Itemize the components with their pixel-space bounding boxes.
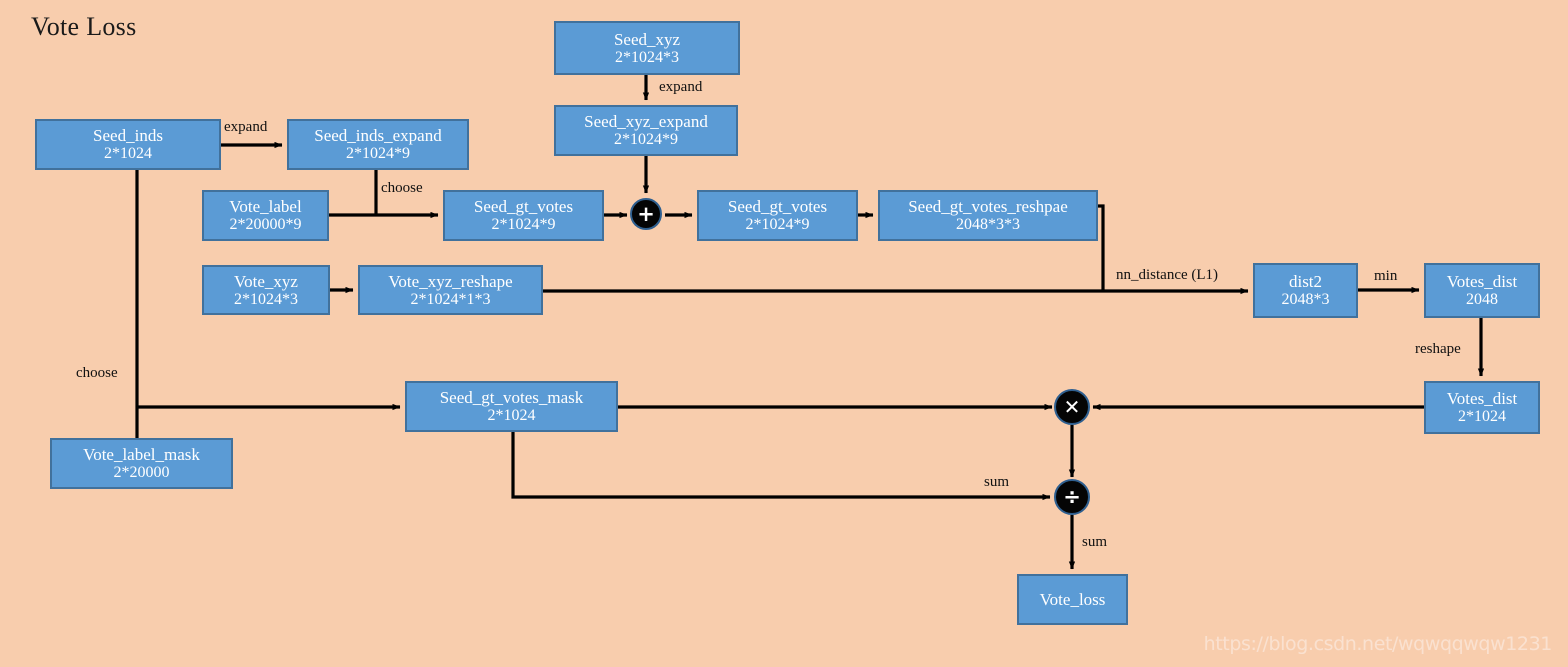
add-operator[interactable]: + <box>630 198 662 230</box>
node-vote-xyz-reshape[interactable]: Vote_xyz_reshape 2*1024*1*3 <box>358 265 543 315</box>
node-seed-gt-votes-2[interactable]: Seed_gt_votes 2*1024*9 <box>697 190 858 241</box>
node-title: Seed_gt_votes <box>727 197 828 217</box>
node-seed-inds-expand[interactable]: Seed_inds_expand 2*1024*9 <box>287 119 469 170</box>
node-shape: 2*20000*9 <box>229 216 302 234</box>
divide-icon: ÷ <box>1063 485 1081 509</box>
node-title: Vote_xyz_reshape <box>388 271 513 291</box>
edge-reshpae-down-to-nndistance <box>1098 204 1105 291</box>
node-title: Seed_xyz_expand <box>584 112 708 132</box>
node-title: Seed_gt_votes_mask <box>439 388 584 408</box>
plus-icon: + <box>637 202 655 226</box>
node-title: Seed_inds_expand <box>314 126 442 146</box>
node-seed-gt-votes-mask[interactable]: Seed_gt_votes_mask 2*1024 <box>405 381 618 432</box>
edge-label-choose-seed-inds-expand: choose <box>381 180 423 196</box>
node-title: Seed_inds <box>93 126 163 146</box>
node-title: Seed_gt_votes <box>473 197 574 217</box>
multiply-operator[interactable]: ✕ <box>1054 389 1090 425</box>
edge-label-expand-seed-inds: expand <box>224 119 268 135</box>
node-vote-xyz[interactable]: Vote_xyz 2*1024*3 <box>202 265 330 315</box>
node-shape: 2*1024*3 <box>615 48 679 66</box>
edge-label-reshape: reshape <box>1415 341 1461 357</box>
edge-label-sum-to-vote-loss: sum <box>1082 534 1108 550</box>
node-title: dist2 <box>1288 272 1323 292</box>
edge-seedgtvotesmask-sum-to-divide <box>511 432 1051 501</box>
node-shape: 2*20000 <box>113 464 170 482</box>
node-shape: 2*1024*9 <box>346 145 410 163</box>
node-vote-label[interactable]: Vote_label 2*20000*9 <box>202 190 329 241</box>
node-seed-gt-votes-1[interactable]: Seed_gt_votes 2*1024*9 <box>443 190 604 241</box>
page-title: Vote Loss <box>31 12 137 41</box>
node-shape: 2*1024*3 <box>234 290 298 308</box>
divide-operator[interactable]: ÷ <box>1054 479 1090 515</box>
edge-label-nn-distance: nn_distance (L1) <box>1116 267 1219 283</box>
node-dist2[interactable]: dist2 2048*3 <box>1253 263 1358 318</box>
edge-label-expand-seed-xyz: expand <box>659 79 703 95</box>
node-shape: 2*1024*9 <box>614 131 678 149</box>
node-seed-xyz-expand[interactable]: Seed_xyz_expand 2*1024*9 <box>554 105 738 156</box>
node-shape: 2*1024*9 <box>491 216 556 234</box>
node-shape: 2*1024*9 <box>745 216 810 234</box>
node-title: Vote_xyz <box>234 271 298 291</box>
node-shape: 2*1024 <box>487 407 536 425</box>
node-shape: 2048*3 <box>1281 291 1330 309</box>
node-seed-gt-votes-reshpae[interactable]: Seed_gt_votes_reshpae 2048*3*3 <box>878 190 1098 241</box>
node-title: Seed_gt_votes_reshpae <box>908 197 1068 217</box>
node-votes-dist-2048[interactable]: Votes_dist 2048 <box>1424 263 1540 318</box>
node-shape: 2048*3*3 <box>956 216 1020 234</box>
node-shape: 2*1024 <box>1458 408 1506 426</box>
node-votes-dist-2x1024[interactable]: Votes_dist 2*1024 <box>1424 381 1540 434</box>
node-shape: 2*1024*1*3 <box>410 290 491 308</box>
multiply-icon: ✕ <box>1063 395 1081 419</box>
node-title: Vote_label <box>229 197 302 217</box>
node-vote-label-mask[interactable]: Vote_label_mask 2*20000 <box>50 438 233 489</box>
edge-label-sum-into-divide: sum <box>984 474 1010 490</box>
node-title: Seed_xyz <box>613 29 681 49</box>
node-title: Vote_label_mask <box>83 445 200 465</box>
node-shape: 2*1024 <box>104 145 152 163</box>
edge-label-choose-vote-label-mask: choose <box>76 365 118 381</box>
node-shape: 2048 <box>1466 291 1498 309</box>
node-title: Votes_dist <box>1446 272 1518 292</box>
node-seed-inds[interactable]: Seed_inds 2*1024 <box>35 119 221 170</box>
edge-label-min: min <box>1374 268 1398 284</box>
node-seed-xyz[interactable]: Seed_xyz 2*1024*3 <box>554 21 740 75</box>
watermark: https://blog.csdn.net/wqwqqwqw1231 <box>1203 633 1553 655</box>
node-title: Vote_loss <box>1039 589 1106 609</box>
node-title: Votes_dist <box>1446 389 1518 409</box>
node-vote-loss[interactable]: Vote_loss <box>1017 574 1128 625</box>
